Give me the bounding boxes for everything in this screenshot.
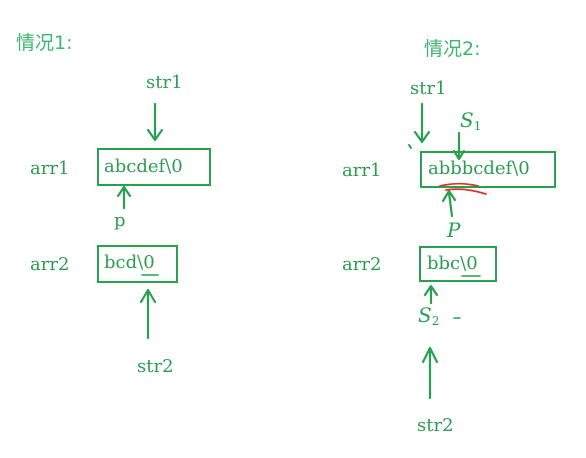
- case1-arr2-content: bcd\0: [104, 252, 155, 273]
- case1-str2-label: str2: [137, 356, 174, 377]
- case2-arr2-content: bbc\0: [427, 253, 478, 274]
- case1-arr2-label: arr2: [30, 254, 70, 275]
- case2-tick-mark: [408, 144, 412, 149]
- case1-str1-arrow: [146, 102, 164, 142]
- case1-title: 情况1:: [16, 32, 73, 54]
- case2-red-underline: [439, 182, 487, 195]
- case2-arr1-box: [420, 151, 556, 188]
- case2-p-label: P: [447, 218, 461, 242]
- case2-arr1-content: abbbcdef\0: [428, 158, 530, 179]
- case1-arr1-box: [97, 148, 211, 186]
- case1-arr1-content: abcdef\0: [104, 156, 183, 177]
- case2-s2-label: S2: [418, 303, 440, 328]
- case2-s1-arrow: [452, 131, 466, 161]
- case1-str2-arrow: [139, 288, 157, 340]
- case2-s1-label: S1: [460, 108, 482, 133]
- case1-str1-label: str1: [146, 72, 183, 93]
- case2-title: 情况2:: [424, 38, 481, 60]
- case2-arr2-label: arr2: [342, 254, 382, 275]
- case2-s2-arrow: [423, 284, 439, 305]
- case1-arr2-box: [97, 245, 178, 283]
- case2-str1-arrow: [413, 102, 431, 144]
- case1-arr1-label: arr1: [30, 158, 70, 179]
- case2-p-arrow: [441, 189, 457, 218]
- case1-p-label: p: [114, 210, 126, 231]
- case2-arr1-label: arr1: [342, 160, 382, 181]
- case2-arr2-box: [419, 246, 497, 282]
- case2-str1-label: str1: [410, 78, 447, 99]
- case2-str2-arrow: [421, 346, 439, 400]
- case2-str2-label: str2: [417, 415, 454, 436]
- case1-p-arrow: [116, 185, 132, 210]
